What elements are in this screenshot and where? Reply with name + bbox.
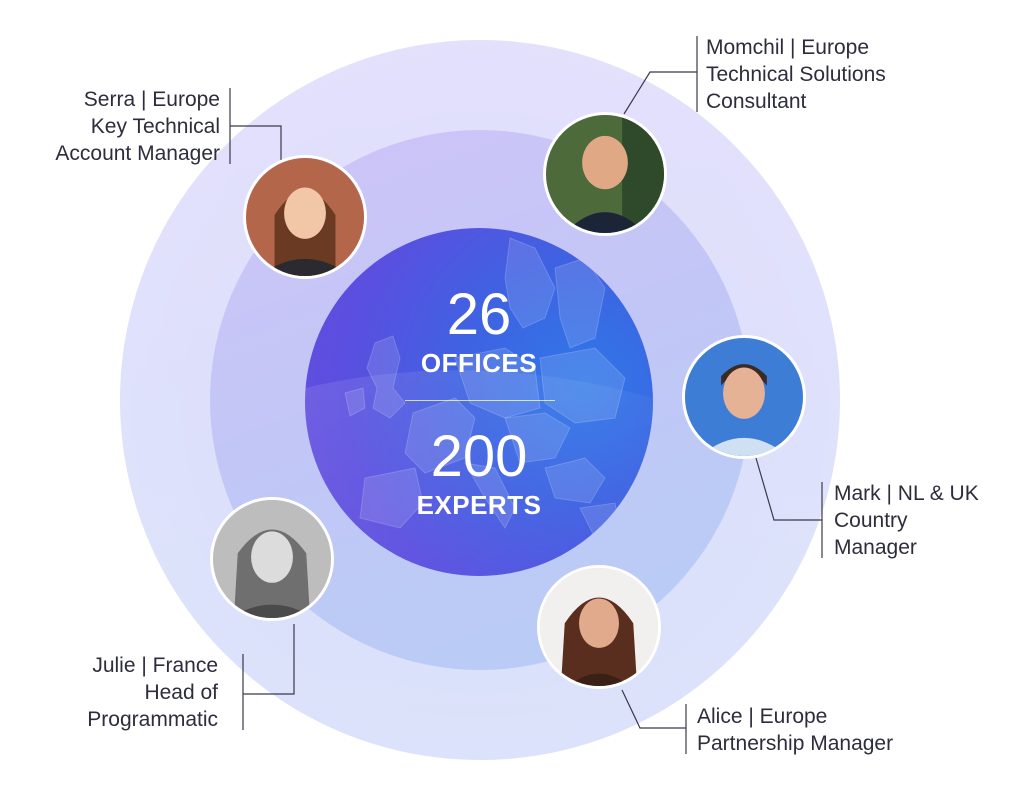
person-icon [213, 500, 331, 618]
experts-label: EXPERTS [416, 490, 542, 520]
mark-title-line1: Country [834, 509, 908, 532]
julie-label: Julie | France Head of Programmatic [18, 652, 218, 733]
momchil-name-region: Momchil | Europe [706, 36, 870, 59]
stat-divider [405, 400, 555, 401]
momchil-title-line1: Technical Solutions [706, 63, 886, 86]
serra-title-line2: Account Manager [55, 142, 220, 165]
person-icon [540, 568, 658, 686]
momchil-title-line2: Consultant [706, 90, 807, 113]
person-icon [246, 158, 364, 276]
person-icon [685, 338, 803, 456]
alice-name-region: Alice | Europe [697, 705, 828, 728]
mark-title-line2: Manager [834, 536, 917, 559]
experts-number: 200 [430, 424, 528, 489]
momchil-avatar [543, 112, 667, 236]
mark-name-region: Mark | NL & UK [834, 482, 979, 505]
serra-title-line1: Key Technical [90, 115, 220, 138]
julie-name-region: Julie | France [92, 654, 218, 677]
alice-title-line1: Partnership Manager [697, 732, 894, 755]
serra-avatar [243, 155, 367, 279]
serra-label: Serra | Europe Key Technical Account Man… [20, 86, 220, 167]
julie-title-line2: Programmatic [87, 708, 218, 731]
europe-map-icon [305, 237, 653, 576]
serra-name-region: Serra | Europe [83, 88, 220, 111]
offices-label: OFFICES [420, 348, 538, 378]
julie-avatar [210, 497, 334, 621]
offices-number: 26 [446, 282, 512, 347]
europe-map-circle [305, 228, 653, 576]
alice-label: Alice | Europe Partnership Manager [697, 703, 893, 757]
person-icon [546, 115, 664, 233]
experts-stat: 200 EXPERTS [305, 428, 653, 521]
momchil-label: Momchil | Europe Technical Solutions Con… [706, 34, 886, 115]
mark-avatar [682, 335, 806, 459]
alice-avatar [537, 565, 661, 689]
mark-label: Mark | NL & UK Country Manager [834, 480, 979, 561]
offices-stat: 26 OFFICES [305, 286, 653, 379]
julie-title-line1: Head of [144, 681, 218, 704]
